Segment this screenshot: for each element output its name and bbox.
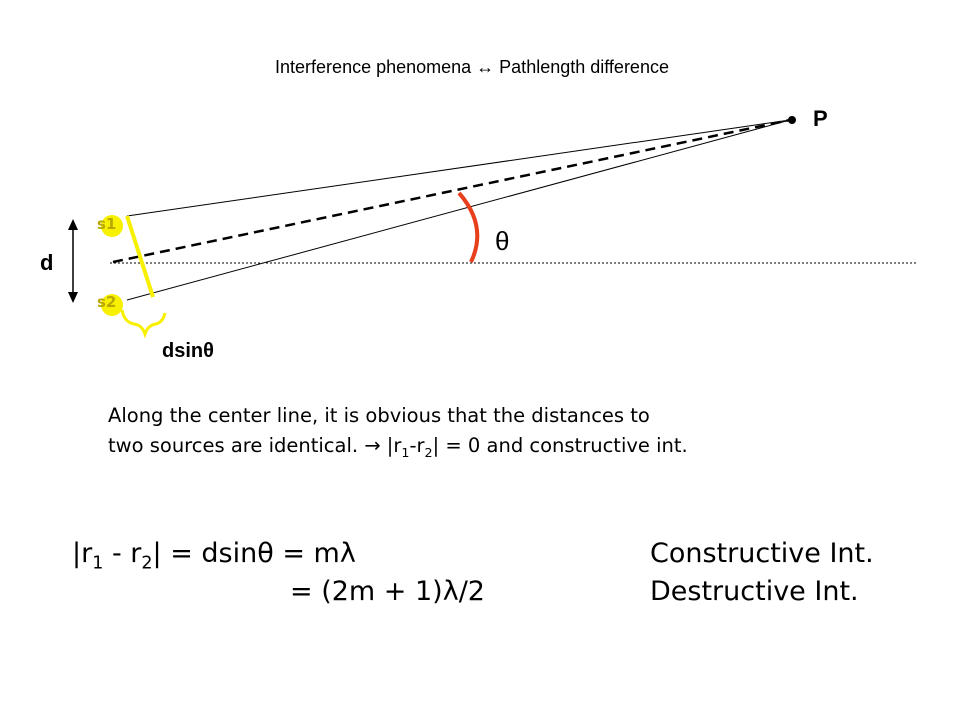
source2-label: s2 bbox=[97, 293, 117, 311]
path-difference-line bbox=[125, 215, 155, 298]
explanation-text: Along the center line, it is obvious tha… bbox=[108, 401, 688, 468]
path-difference-label: dsinθ bbox=[162, 340, 214, 362]
destructive-label: Destructive Int. bbox=[650, 576, 859, 607]
angle-label: θ bbox=[495, 226, 510, 256]
angle-arc bbox=[457, 191, 480, 263]
source1-circle bbox=[101, 215, 123, 237]
ray-s2 bbox=[126, 119, 791, 301]
constructive-label: Constructive Int. bbox=[650, 538, 874, 569]
separation-arrow-bottom bbox=[68, 292, 78, 303]
explanation-line2: two sources are identical. → |r1-r2| = 0… bbox=[108, 434, 688, 460]
separation-arrow-top bbox=[68, 219, 78, 230]
ray-s1 bbox=[126, 119, 791, 217]
diagram-title: Interference phenomena ↔ Pathlength diff… bbox=[275, 57, 669, 77]
equation-destructive: = (2m + 1)λ/2 bbox=[290, 576, 485, 607]
separation-label: d bbox=[40, 250, 54, 275]
source1-label: s1 bbox=[97, 215, 117, 233]
path-difference-bracket bbox=[120, 309, 167, 339]
point-p-marker bbox=[788, 116, 796, 124]
source2-circle bbox=[101, 294, 123, 316]
equation-constructive: |r1 - r2| = dsinθ = mλ bbox=[72, 538, 356, 574]
center-ray bbox=[112, 118, 791, 264]
explanation-line1: Along the center line, it is obvious tha… bbox=[108, 404, 650, 427]
point-label: P bbox=[813, 106, 828, 131]
